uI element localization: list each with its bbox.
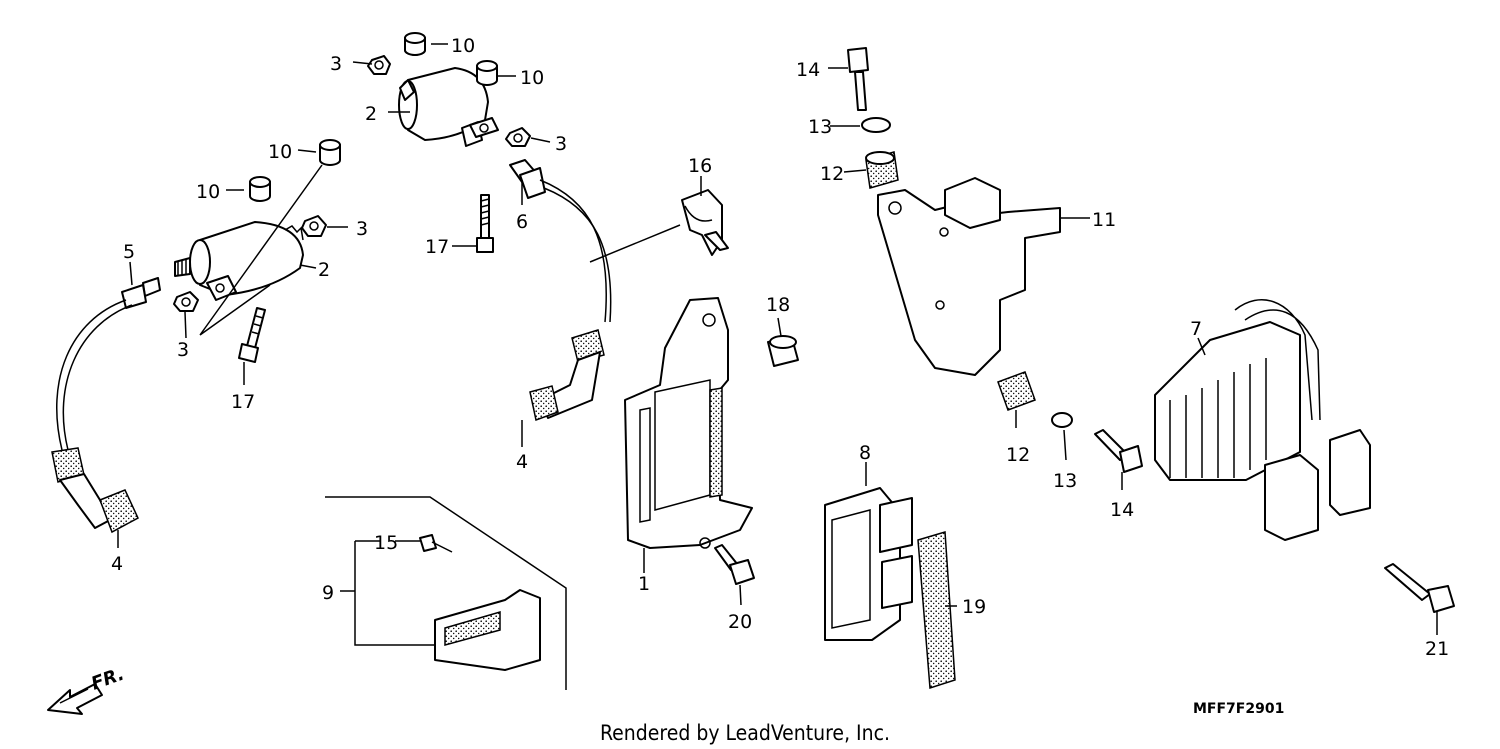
collar-10-a xyxy=(404,32,426,56)
bolt-20 xyxy=(714,544,755,585)
callout-8: 8 xyxy=(859,442,871,464)
bolt-21 xyxy=(1384,563,1455,613)
callout-3d: 3 xyxy=(177,339,189,361)
callout-17a: 17 xyxy=(425,236,449,258)
bracket-11 xyxy=(877,177,1061,376)
nut-3-c xyxy=(301,215,327,237)
callout-9: 9 xyxy=(322,582,334,604)
callout-4b: 4 xyxy=(516,451,528,473)
callout-13b: 13 xyxy=(1053,470,1077,492)
ecu-holder-1 xyxy=(624,297,753,549)
collar-13-bottom xyxy=(1051,412,1073,428)
ecu-8 xyxy=(824,487,913,641)
callout-7: 7 xyxy=(1190,318,1202,340)
collar-13-top xyxy=(861,117,891,133)
callout-10d: 10 xyxy=(196,181,220,203)
bolt-14-bottom xyxy=(1094,429,1143,473)
front-direction-arrow: FR. xyxy=(47,664,128,715)
callout-17b: 17 xyxy=(231,391,255,413)
bracket-9 xyxy=(434,589,541,671)
grommet-12-top xyxy=(865,151,899,189)
callout-11: 11 xyxy=(1092,209,1116,231)
plug-wire-left xyxy=(51,277,161,534)
callout-2b: 2 xyxy=(365,103,377,125)
leader-lines xyxy=(117,43,1438,646)
callout-12b: 12 xyxy=(1006,444,1030,466)
bolt-15 xyxy=(419,534,453,553)
ignition-coil-top xyxy=(398,67,499,147)
callout-10c: 10 xyxy=(268,141,292,163)
sub-assembly-box xyxy=(325,496,567,690)
diagram-code: MFF7F2901 xyxy=(1193,701,1284,717)
callout-20: 20 xyxy=(728,611,752,633)
callout-12a: 12 xyxy=(820,163,844,185)
callout-1: 1 xyxy=(638,573,650,595)
credit-text: Rendered by LeadVenture, Inc. xyxy=(600,721,890,745)
callout-5: 5 xyxy=(123,241,135,263)
collar-10-c xyxy=(319,139,341,166)
callout-18: 18 xyxy=(766,294,790,316)
ignition-coil-left xyxy=(174,221,304,301)
callout-16: 16 xyxy=(688,155,712,177)
callout-15: 15 xyxy=(374,532,398,554)
band-19 xyxy=(917,531,956,690)
grommet-12-bottom xyxy=(997,371,1036,411)
plug-wire-center xyxy=(509,159,612,421)
callout-3b: 3 xyxy=(555,133,567,155)
nut-3-d xyxy=(173,291,199,312)
direction-label: FR. xyxy=(89,664,128,695)
callout-10b: 10 xyxy=(520,67,544,89)
collar-10-b xyxy=(476,60,498,86)
callout-14b: 14 xyxy=(1110,499,1134,521)
collar-10-d xyxy=(249,176,271,202)
nut-3-a xyxy=(367,55,391,75)
callout-14a: 14 xyxy=(796,59,820,81)
callout-10a: 10 xyxy=(451,35,475,57)
bolt-17-b xyxy=(238,307,266,363)
callout-13a: 13 xyxy=(808,116,832,138)
damper-18 xyxy=(767,335,799,367)
bolt-14-top xyxy=(847,47,869,111)
nut-3-b xyxy=(505,127,531,147)
clamp-16 xyxy=(681,189,729,256)
regulator-rectifier-7 xyxy=(1154,299,1371,541)
callout-6: 6 xyxy=(516,211,528,233)
callout-2a: 2 xyxy=(318,259,330,281)
callout-19: 19 xyxy=(962,596,986,618)
callout-3a: 3 xyxy=(330,53,342,75)
callout-21: 21 xyxy=(1425,638,1449,660)
bolt-17-a xyxy=(476,194,494,253)
callout-4a: 4 xyxy=(111,553,123,575)
callout-3c: 3 xyxy=(356,218,368,240)
callouts: 3 10 10 2 3 10 10 3 2 5 3 17 4 17 6 4 16… xyxy=(111,35,1449,660)
